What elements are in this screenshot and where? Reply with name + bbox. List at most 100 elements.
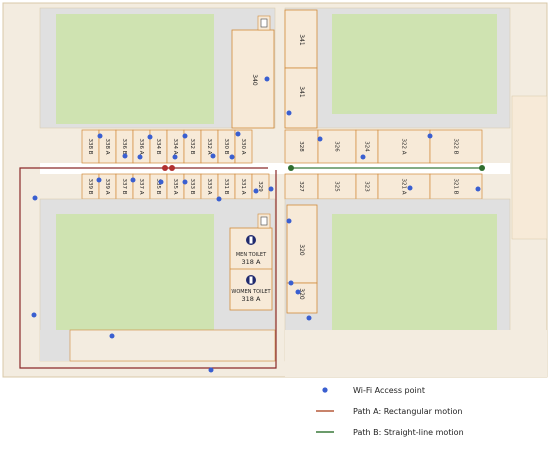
toilet-men: MEN TOILET 318 A xyxy=(236,235,267,266)
room-341-a xyxy=(284,9,318,69)
wifi-access-point xyxy=(158,179,164,185)
top-row-room-label: 332 A xyxy=(206,138,212,154)
wifi-access-point xyxy=(286,218,292,224)
right-top-room xyxy=(377,129,431,164)
top-row-room-label: 336 A xyxy=(138,138,144,154)
room-341-a-label: 341 xyxy=(298,34,305,46)
top-row-room-label: 336 B xyxy=(121,138,127,154)
green-area-top-left xyxy=(56,14,214,124)
bottom-row-room-label: 337 B xyxy=(121,178,127,194)
bottom-row-room-label: 333 B xyxy=(189,178,195,194)
wifi-access-point xyxy=(210,153,216,159)
legend-wifi-label: Wi-Fi Access point xyxy=(353,386,425,395)
bottom-row-room-label: 335 B xyxy=(155,178,161,194)
legend-wifi-marker xyxy=(322,387,328,393)
right-top-room xyxy=(429,129,483,164)
wifi-access-point xyxy=(229,154,235,160)
room-341-b xyxy=(284,67,318,129)
wifi-access-point xyxy=(407,185,413,191)
block-bottom-left xyxy=(39,198,276,362)
right-bottom-room-label: 321 A xyxy=(401,178,407,194)
wifi-access-point xyxy=(122,153,128,159)
bottom-row-room-label: 331 A xyxy=(240,178,246,194)
top-row-room-label: 330 B xyxy=(223,138,229,154)
top-row-room-label: 334 B xyxy=(155,138,161,154)
right-bottom-room xyxy=(377,173,431,200)
wifi-access-point xyxy=(172,154,178,160)
wifi-access-point xyxy=(216,196,222,202)
wifi-access-point xyxy=(97,133,103,139)
wifi-access-point xyxy=(295,289,301,295)
right-bottom-room xyxy=(284,173,319,200)
rooms-right-bottom-row: 327 325 323 321 A 321 B xyxy=(284,173,483,200)
bottom-row-room-label: 335 A xyxy=(172,178,178,194)
room-340-label: 340 xyxy=(251,74,258,86)
wifi-access-point xyxy=(475,186,481,192)
room-320-b xyxy=(286,282,318,314)
right-top-room-label: 322 B xyxy=(453,138,459,154)
block-top-right xyxy=(284,7,548,240)
top-row-room xyxy=(234,129,253,164)
block-top-left xyxy=(39,7,276,129)
right-top-room-label: 328 xyxy=(298,141,304,152)
top-row-room-label: 334 A xyxy=(172,138,178,154)
bottom-row-room-label: 333 A xyxy=(206,178,212,194)
legend: Wi-Fi Access point Path A: Rectangular m… xyxy=(316,386,464,437)
room-320-b-label: 320 xyxy=(298,288,305,300)
wifi-access-points xyxy=(31,76,481,373)
wifi-access-point xyxy=(286,110,292,116)
room-320-a-label: 320 xyxy=(298,244,305,256)
women-toilet-label: WOMEN TOILET xyxy=(231,289,271,295)
wifi-access-point xyxy=(264,76,270,82)
wifi-access-point xyxy=(235,131,241,137)
wifi-access-point xyxy=(253,188,259,194)
right-bottom-room-label: 325 xyxy=(334,181,340,192)
right-top-room xyxy=(284,129,319,164)
right-top-room-label: 322 A xyxy=(401,138,407,154)
wifi-access-point xyxy=(268,186,274,192)
bottom-row-room-label: 329 xyxy=(257,181,263,192)
wifi-access-point xyxy=(427,133,433,139)
wifi-access-point xyxy=(288,280,294,286)
toilet-women: WOMEN TOILET 318 A xyxy=(231,275,272,303)
stair-icon xyxy=(260,216,268,226)
right-top-room-label: 326 xyxy=(334,141,340,152)
right-bottom-room-label: 327 xyxy=(298,181,304,192)
wifi-access-point xyxy=(96,177,102,183)
room-341-b-label: 341 xyxy=(298,86,305,98)
path-b-start xyxy=(288,165,294,171)
bottom-row-room-label: 339 A xyxy=(104,178,110,194)
right-bottom-room-label: 321 B xyxy=(453,178,459,194)
wifi-access-point xyxy=(317,136,323,142)
legend-path-b-label: Path B: Straight-line motion xyxy=(353,428,464,437)
top-row-room-label: 330 A xyxy=(240,138,246,154)
wifi-access-point xyxy=(130,177,136,183)
main-corridor xyxy=(40,163,510,174)
wifi-access-point xyxy=(208,367,214,373)
top-row-room-label: 338 A xyxy=(104,138,110,154)
wifi-access-point xyxy=(137,154,143,160)
top-row-room-label: 332 B xyxy=(189,138,195,154)
wifi-access-point xyxy=(306,315,312,321)
room-right-edge xyxy=(511,95,548,240)
path-a-line xyxy=(19,167,277,369)
wifi-access-point xyxy=(31,312,37,318)
legend-path-a-label: Path A: Rectangular motion xyxy=(353,407,462,416)
wifi-access-point xyxy=(360,154,366,160)
path-a-marker xyxy=(169,165,175,171)
right-top-room xyxy=(317,129,357,164)
men-toilet-room: 318 A xyxy=(242,258,261,266)
green-area-bottom-right xyxy=(332,214,497,330)
wifi-access-point xyxy=(182,179,188,185)
stair-icon xyxy=(260,18,268,28)
path-b-end xyxy=(479,165,485,171)
bottom-row-room-label: 337 A xyxy=(138,178,144,194)
block-bottom-right xyxy=(284,198,547,377)
right-bottom-room-label: 323 xyxy=(364,181,370,192)
green-area-top-right xyxy=(332,14,497,114)
women-toilet-room: 318 A xyxy=(242,295,261,303)
